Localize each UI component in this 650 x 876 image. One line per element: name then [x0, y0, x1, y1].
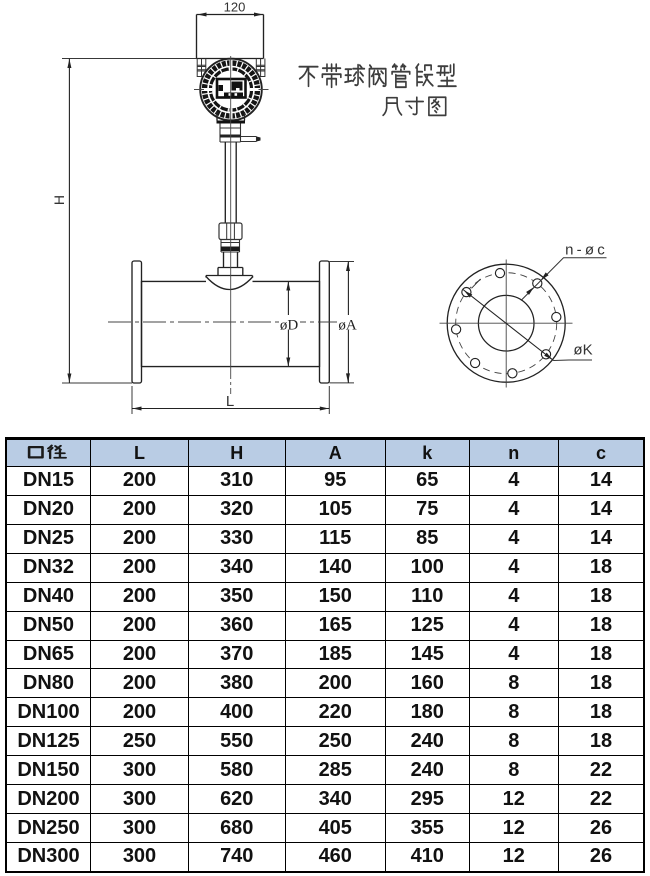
- svg-text:øK: øK: [573, 342, 592, 359]
- svg-text:øD: øD: [280, 318, 299, 334]
- svg-text:n-øc: n-øc: [565, 242, 608, 259]
- svg-text:120: 120: [224, 0, 246, 15]
- svg-text:H: H: [51, 195, 67, 205]
- svg-text:øA: øA: [338, 318, 357, 334]
- svg-text:L: L: [226, 393, 234, 410]
